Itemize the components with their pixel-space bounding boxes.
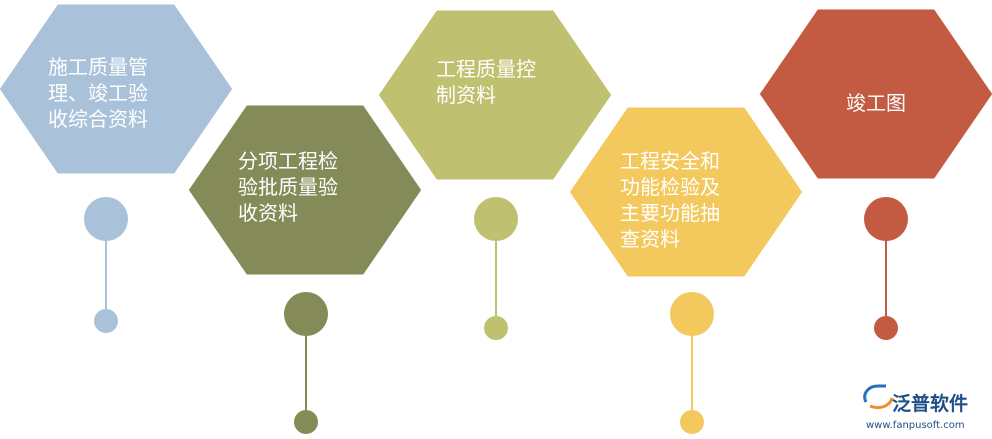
step-5-label-line: 竣工图 <box>846 91 906 115</box>
logo-swoosh-blue <box>863 384 886 403</box>
step-5-pin-head <box>864 197 908 241</box>
watermark-brand: 泛普软件 <box>892 392 968 415</box>
step-2-pin-foot <box>294 410 318 434</box>
step-5-hexagon-shape <box>756 6 992 182</box>
watermark-url: www.fanpusoft.com <box>866 420 965 431</box>
fanpu-logo-icon <box>863 384 894 410</box>
logo-swoosh-orange <box>869 397 894 410</box>
step-4-label-line: 查资料 <box>620 227 680 251</box>
step-2-label-line: 验批质量验 <box>238 175 338 199</box>
step-4-pin-head <box>670 292 714 336</box>
step-2-hexagon-shape <box>185 102 425 278</box>
step-4-connector <box>670 292 714 434</box>
step-3-hexagon-shape <box>375 7 615 183</box>
step-2-label-line: 分项工程检 <box>238 149 338 173</box>
step-2-pin-head <box>284 292 328 336</box>
step-4-label-line: 功能检验及 <box>620 175 720 199</box>
step-1-label-line: 理、竣工验 <box>48 81 148 105</box>
step-5-pin-foot <box>874 316 898 340</box>
step-3-pin-head <box>474 197 518 241</box>
step-1-pin-head <box>84 197 128 241</box>
step-3-label-line: 工程质量控 <box>436 57 536 81</box>
hexagon-layer: 施工质量管理、竣工验收综合资料分项工程检验批质量验收资料工程质量控制资料工程安全… <box>0 1 992 280</box>
step-4-label-line: 工程安全和 <box>620 149 720 173</box>
step-3-connector <box>474 197 518 340</box>
step-2-label-line: 收资料 <box>238 201 298 225</box>
step-4-hexagon-shape <box>566 104 806 280</box>
step-5-connector <box>864 197 908 340</box>
watermark: 泛普软件 www.fanpusoft.com <box>863 384 968 431</box>
step-1-pin-foot <box>94 309 118 333</box>
step-1-label-line: 施工质量管 <box>48 55 148 79</box>
step-5-hexagon: 竣工图 <box>756 6 992 182</box>
step-1-hexagon-shape <box>0 1 236 177</box>
step-3-pin-foot <box>484 316 508 340</box>
connector-layer <box>84 197 908 434</box>
step-4-pin-foot <box>680 410 704 434</box>
step-1-label-line: 收综合资料 <box>48 107 148 131</box>
step-3-label-line: 制资料 <box>436 83 496 107</box>
step-2-connector <box>284 292 328 434</box>
step-4-label-line: 主要功能抽 <box>620 201 720 225</box>
step-1-connector <box>84 197 128 333</box>
